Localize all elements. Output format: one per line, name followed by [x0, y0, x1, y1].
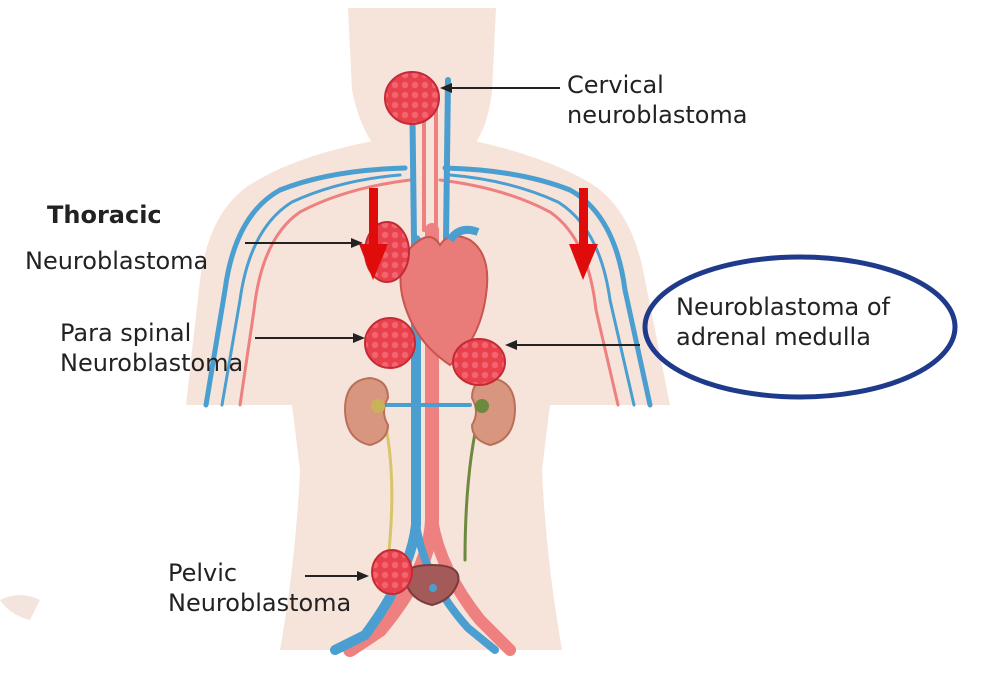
label-paraspinal: Para spinal Neuroblastoma — [60, 318, 243, 378]
tumor-adrenal — [452, 338, 506, 386]
pointer-adrenal — [505, 340, 640, 350]
label-thoracic-line1: Thoracic — [47, 201, 162, 229]
heart — [399, 225, 489, 367]
label-paraspinal-line1: Para spinal — [60, 319, 192, 347]
jugular-right — [443, 77, 451, 243]
label-adrenal-line1: Neuroblastoma of — [676, 293, 891, 321]
label-cervical: Cervical neuroblastoma — [567, 70, 748, 130]
pointer-arrows — [245, 83, 640, 581]
vein-left-arm-2 — [448, 173, 636, 407]
kidney-left-pelvis — [475, 399, 489, 413]
red-down-arrow-icon — [569, 188, 598, 280]
label-cervical-line1: Cervical — [567, 71, 664, 99]
artery-left-arm — [438, 178, 620, 407]
heart-body — [399, 235, 489, 367]
kidney-right — [343, 376, 390, 447]
tumor-paraspinal — [364, 317, 416, 369]
pointer-pelvic — [305, 571, 369, 581]
label-thoracic: Thoracic Neuroblastoma — [25, 200, 208, 276]
label-pelvic-line2: Neuroblastoma — [168, 589, 352, 617]
pointer-paraspinal — [255, 333, 365, 343]
tumor-pelvic — [371, 549, 413, 595]
label-paraspinal-line2: Neuroblastoma — [60, 349, 244, 377]
label-adrenal-line2: adrenal medulla — [676, 323, 871, 351]
label-pelvic: Pelvic Neuroblastoma — [168, 558, 351, 618]
label-cervical-line2: neuroblastoma — [567, 101, 748, 129]
red-down-arrow-icon — [359, 188, 388, 280]
vein-right-arm — [203, 165, 408, 408]
kidney-left — [470, 376, 517, 447]
kidneys — [343, 376, 517, 447]
red-callout-arrows — [359, 188, 598, 280]
pointer-thoracic — [245, 238, 363, 248]
bladder — [403, 563, 460, 607]
vein-left-arm — [442, 165, 653, 408]
label-pelvic-line1: Pelvic — [168, 559, 238, 587]
pointer-cervical — [440, 83, 560, 93]
artery-right-arm — [238, 178, 412, 407]
label-thoracic-line2: Neuroblastoma — [25, 247, 209, 275]
kidney-right-pelvis — [371, 399, 385, 413]
heart-vessels — [446, 225, 480, 243]
vein-right-arm-2 — [220, 173, 402, 407]
adrenal-highlight-ellipse — [642, 254, 958, 400]
left-shoulder — [0, 595, 40, 620]
tumor-cervical — [384, 71, 440, 125]
tumors — [364, 71, 506, 595]
bladder-center — [429, 584, 437, 592]
label-adrenal: Neuroblastoma of adrenal medulla — [676, 292, 890, 352]
